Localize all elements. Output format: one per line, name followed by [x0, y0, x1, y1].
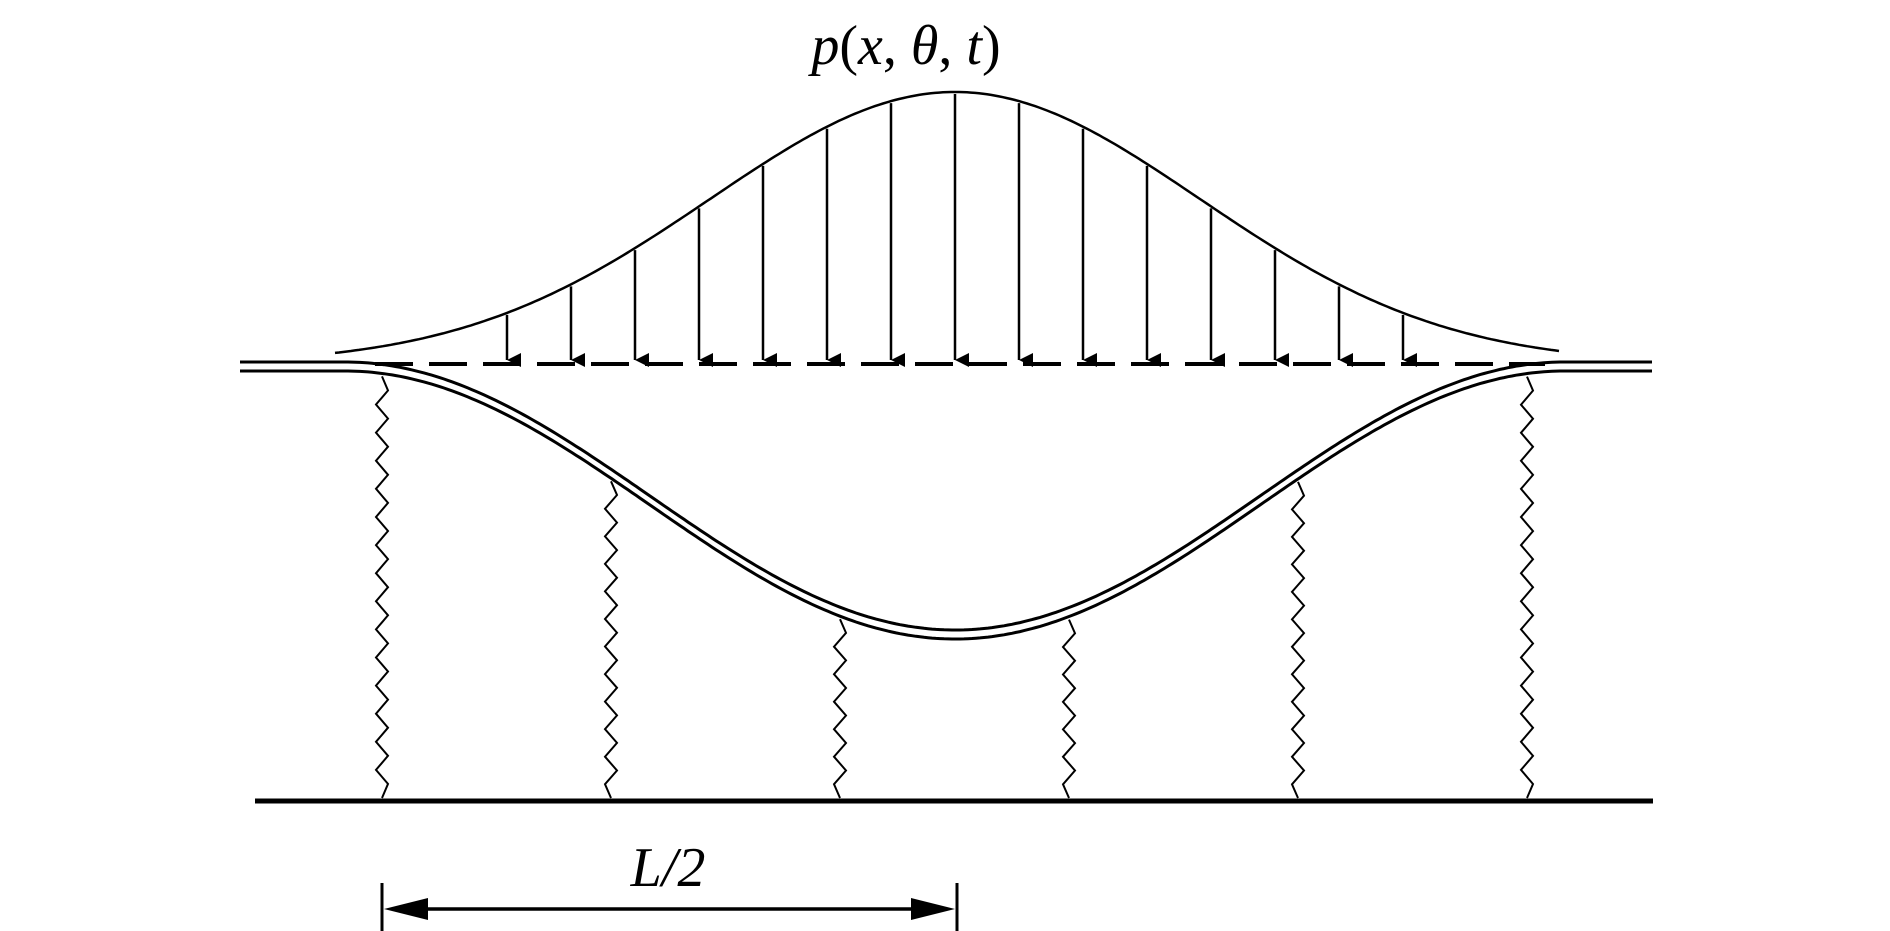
foundation-spring	[1290, 481, 1306, 799]
load-label-comma-1: ,	[883, 15, 911, 77]
load-label-comma-2: ,	[938, 15, 966, 77]
foundation-spring	[1061, 619, 1077, 799]
foundation-spring	[832, 618, 848, 799]
dimension-arrowhead-left	[384, 898, 428, 920]
load-label: p(x, θ, t)	[807, 15, 1000, 77]
foundation-spring	[374, 376, 390, 799]
foundation-spring	[1519, 376, 1535, 799]
dimension-arrowhead-right	[911, 898, 955, 920]
deformed-shell-upper-edge	[240, 360, 1652, 632]
load-label-theta: θ	[911, 15, 939, 77]
foundation-spring	[603, 480, 619, 799]
load-label-open-paren: (	[839, 15, 858, 77]
load-label-close-paren: )	[982, 15, 1001, 77]
deformed-shell-lower-edge	[240, 369, 1652, 641]
dimension-label: L/2	[630, 837, 706, 899]
elastic-foundation-springs	[374, 376, 1535, 799]
load-arrows	[505, 94, 1417, 367]
load-label-t: t	[966, 15, 983, 77]
dimension-half-length: L/2	[380, 837, 959, 931]
load-label-p: p	[807, 15, 839, 77]
load-envelope-curve	[334, 90, 1560, 355]
load-label-x: x	[857, 15, 883, 77]
